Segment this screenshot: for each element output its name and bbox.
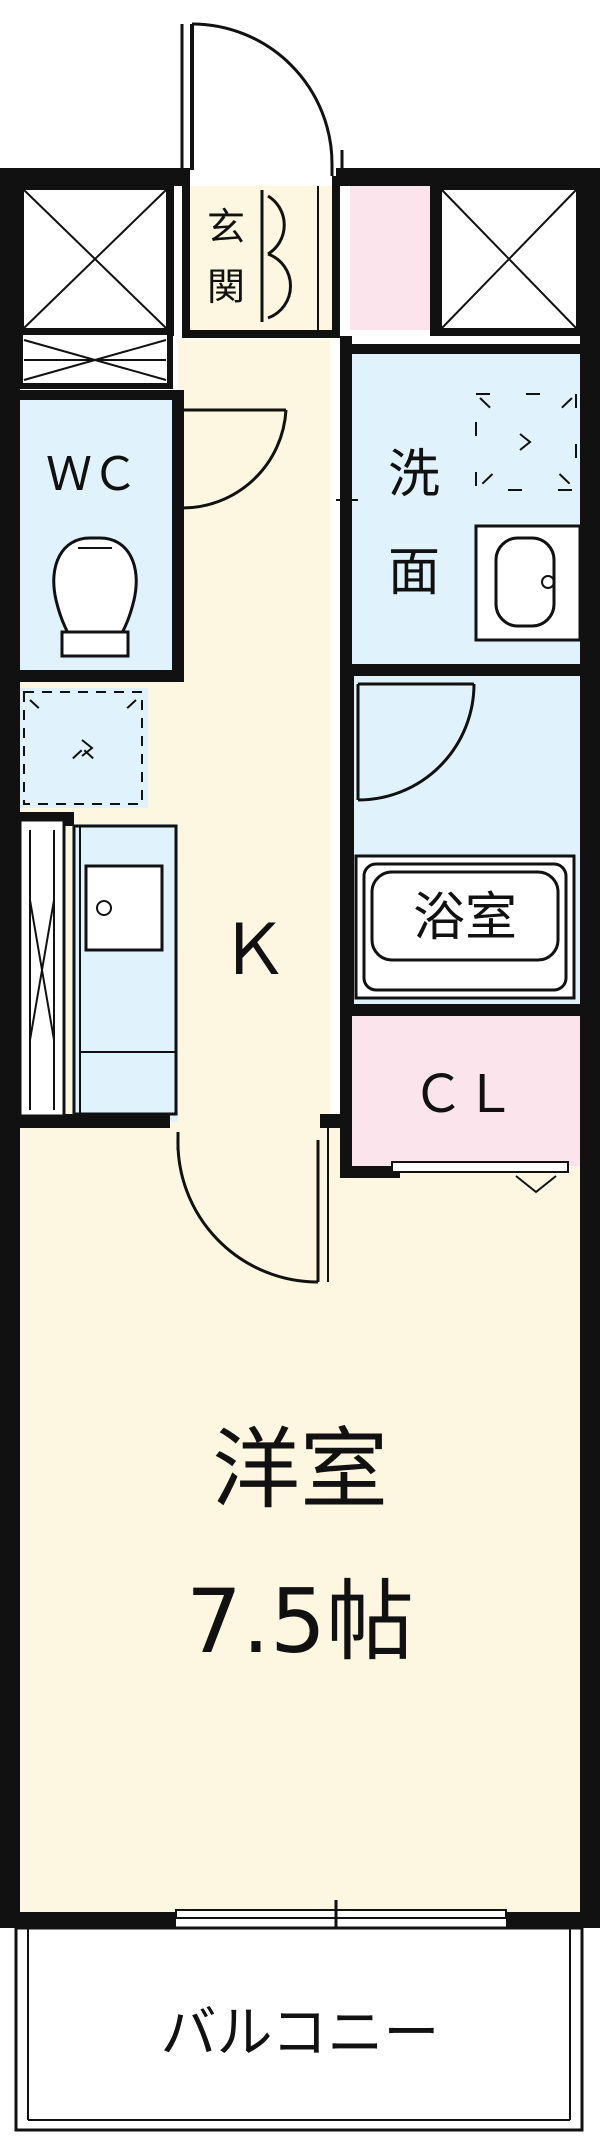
- western-room-size: 7.5帖: [186, 1570, 414, 1673]
- kitchen-floor: [178, 340, 330, 1140]
- left-window: [18, 818, 66, 1118]
- bathroom-label: 浴室: [413, 888, 517, 948]
- entrance-door: [180, 22, 344, 176]
- kitchen-label: Ｋ: [219, 909, 289, 991]
- vent-box: [23, 691, 143, 805]
- wash-basin: [474, 524, 582, 642]
- room-door: [176, 1126, 329, 1284]
- wc-door: [176, 408, 288, 510]
- toilet: [52, 536, 138, 658]
- outer-walls: [0, 168, 600, 1928]
- top-left-storage: [16, 182, 174, 389]
- washing-machine-space: [475, 393, 577, 491]
- entrance-label-bottom: 関: [207, 265, 245, 309]
- kitchen-counter: [72, 824, 178, 1116]
- washroom-label-top: 洗: [388, 445, 440, 505]
- entrance-inner-door: [260, 186, 319, 332]
- washroom-door: [336, 490, 358, 512]
- closet-floor: [352, 1016, 580, 1166]
- kitchen-sink: [84, 864, 164, 952]
- entrance-label-top: 玄: [207, 205, 245, 249]
- closet-label: ＣＬ: [412, 1065, 516, 1125]
- western-room-label: 洋室: [212, 1418, 388, 1521]
- bathroom-door: [356, 682, 476, 802]
- wc-label: ＷＣ: [46, 447, 138, 501]
- washroom-label-bottom: 面: [388, 543, 440, 603]
- western-room-floor: [20, 1126, 580, 1916]
- closet-door-rail: [391, 1161, 569, 1194]
- pink-shaft: [350, 186, 430, 330]
- balcony: [14, 1926, 584, 2132]
- bathroom-label-box: [370, 870, 560, 962]
- top-right-storage: [434, 182, 584, 336]
- balcony-label: バルコニー: [161, 2001, 440, 2066]
